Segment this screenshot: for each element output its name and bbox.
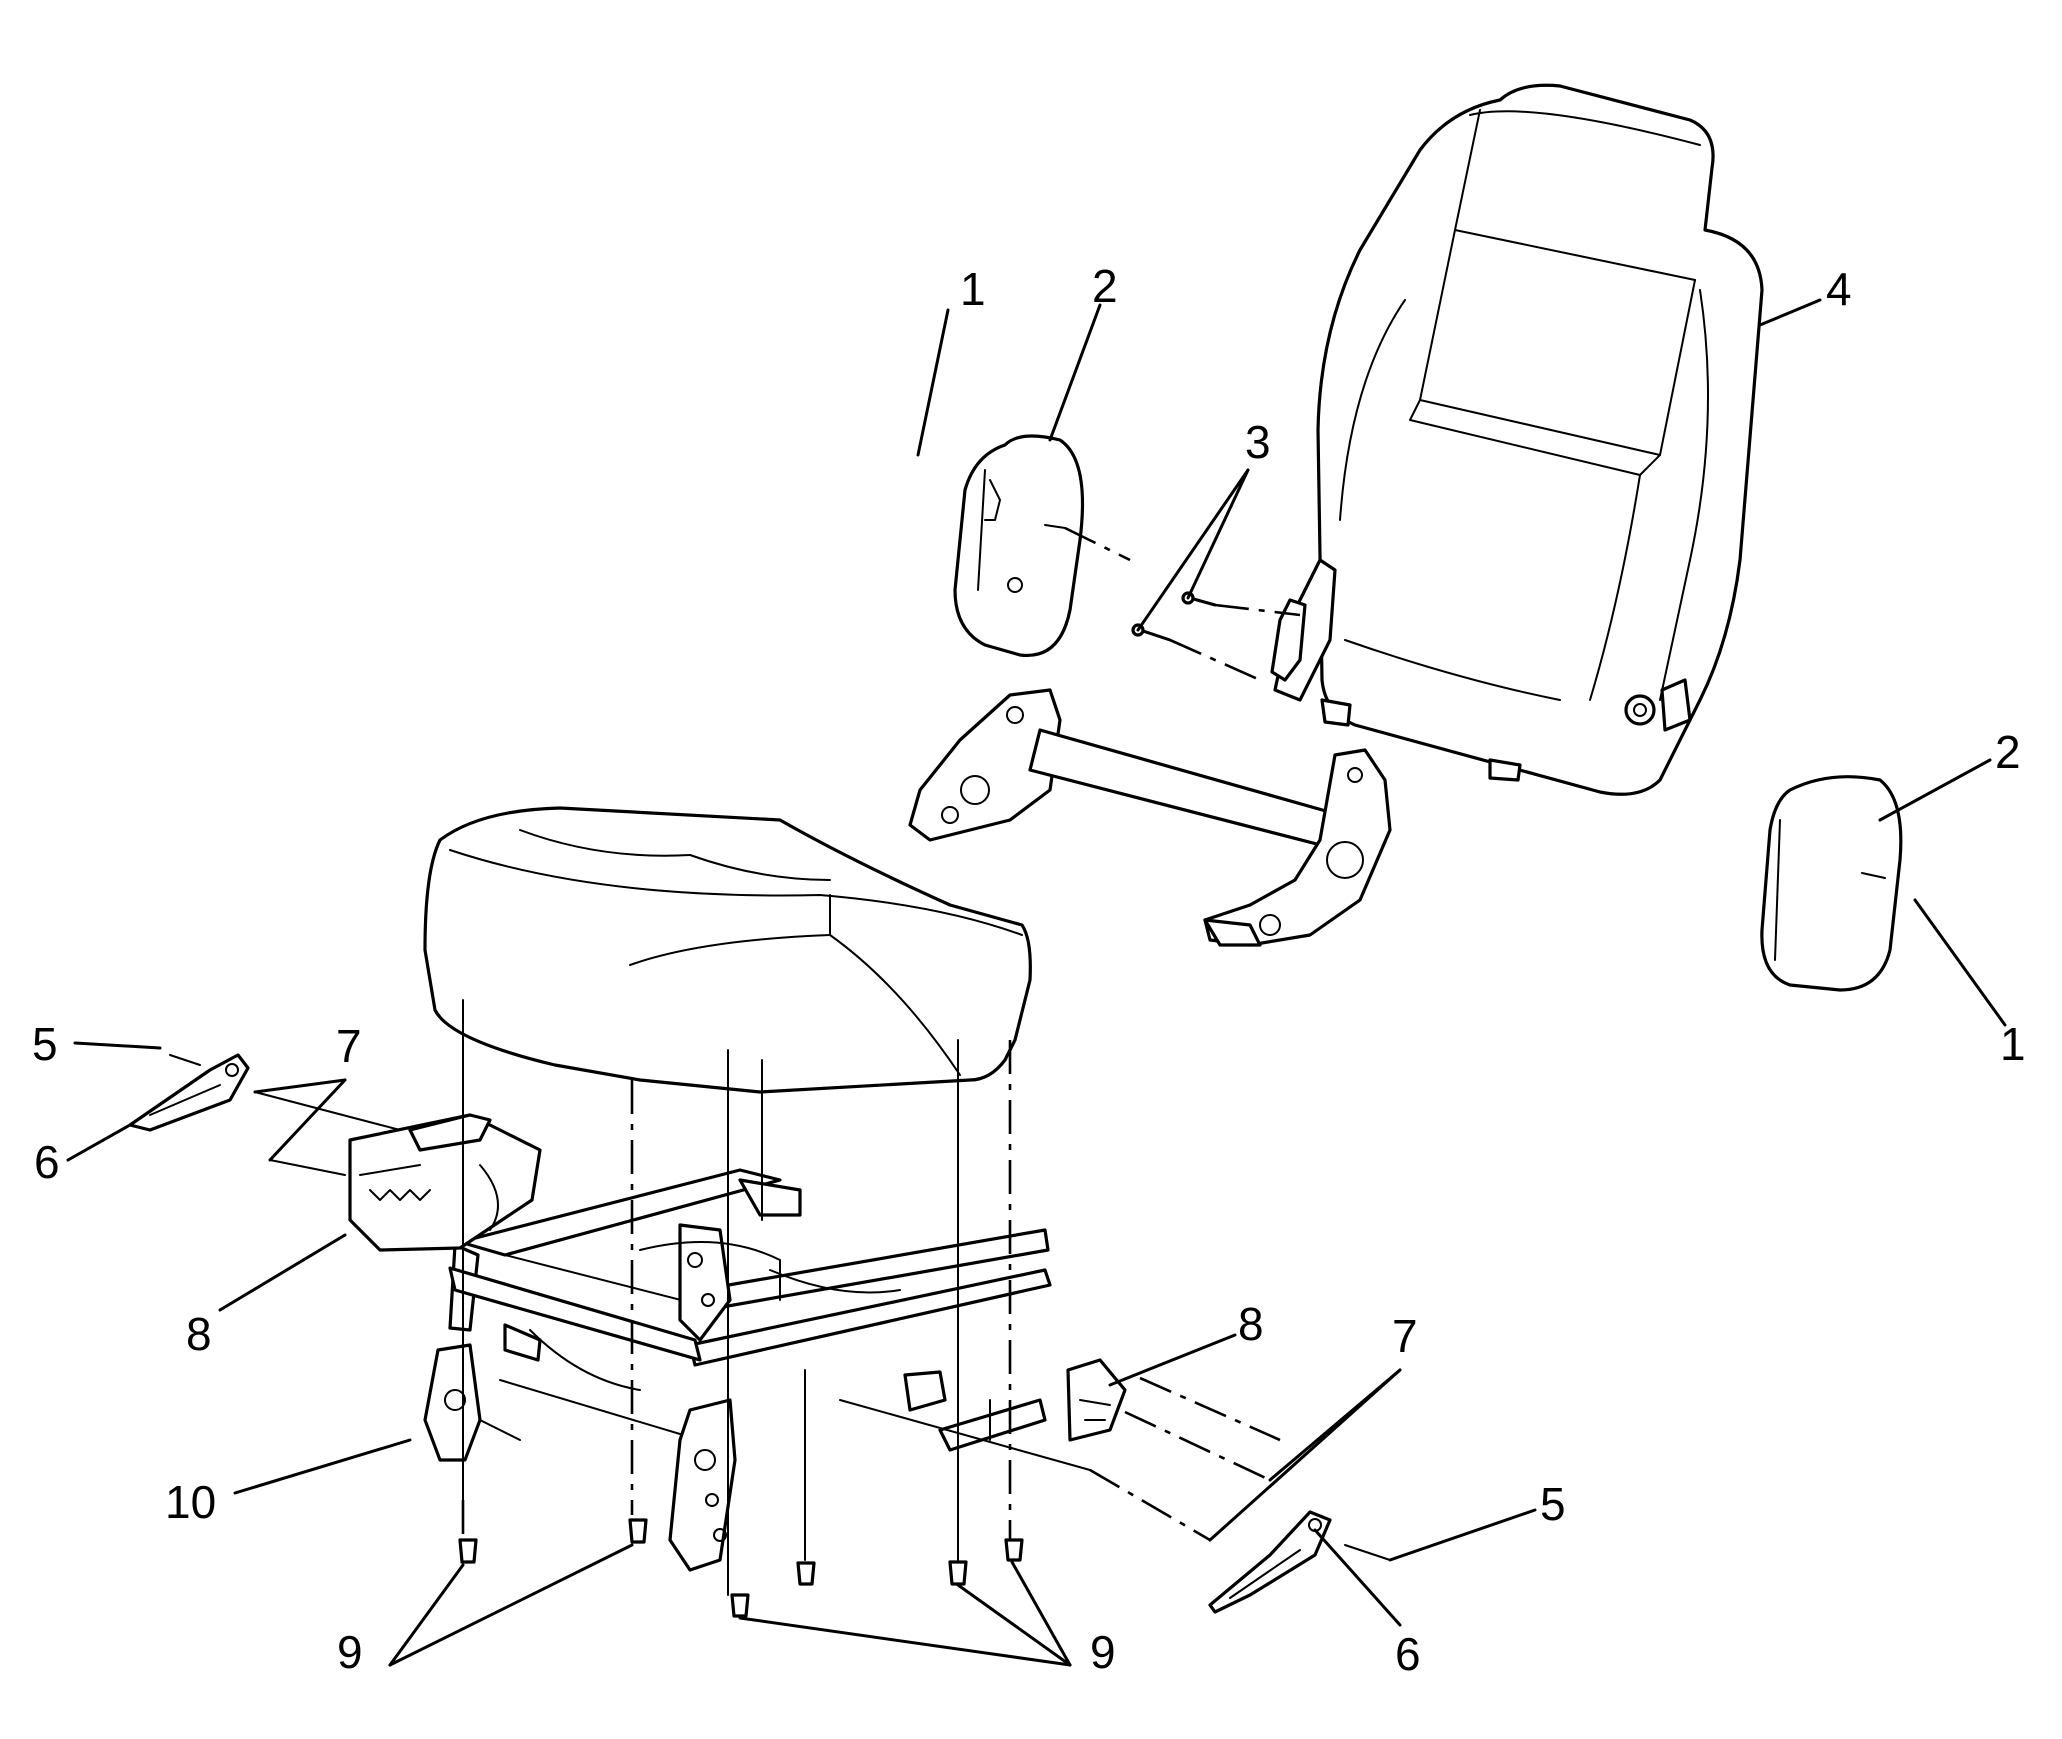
callout-9-left: 9: [337, 1626, 363, 1678]
callout-2-top: 2: [1092, 260, 1118, 312]
seat-back: [1270, 83, 1764, 796]
leader-lines: [66, 298, 2007, 1667]
callout-1-top: 1: [960, 263, 986, 315]
seat-cushion: [423, 806, 1032, 1094]
callout-8-right: 8: [1238, 1298, 1264, 1350]
callout-1-right: 1: [2000, 1018, 2026, 1070]
callout-5-left: 5: [32, 1018, 58, 1070]
callout-9-right: 9: [1090, 1626, 1116, 1678]
callout-labels: 1 2 3 4 2 1 5 7 6 8 8 7 5 10 9 9 6: [32, 260, 2026, 1680]
callout-8-left: 8: [186, 1308, 212, 1360]
callout-7-left: 7: [336, 1020, 362, 1072]
callout-2-right: 2: [1995, 726, 2021, 778]
side-cover-left: [953, 434, 1131, 658]
lever-right: [1208, 1510, 1332, 1614]
callout-7-right: 7: [1392, 1310, 1418, 1362]
track-cover-left: [348, 1113, 542, 1252]
seat-track-frame: [423, 1168, 1052, 1572]
callout-10: 10: [165, 1476, 216, 1528]
callout-6-left: 6: [34, 1136, 60, 1188]
lever-left: [128, 1053, 250, 1132]
track-cover-right: [1066, 1358, 1127, 1442]
assembly-guide-lines: [169, 999, 1391, 1596]
bolts-9: [458, 1518, 1024, 1618]
callout-4: 4: [1826, 263, 1852, 315]
callout-3: 3: [1245, 416, 1271, 468]
side-cover-right: [1760, 775, 1903, 992]
callout-5-right: 5: [1540, 1478, 1566, 1530]
callout-6-right: 6: [1395, 1628, 1421, 1680]
seat-back-hinge-frame: [908, 688, 1392, 947]
